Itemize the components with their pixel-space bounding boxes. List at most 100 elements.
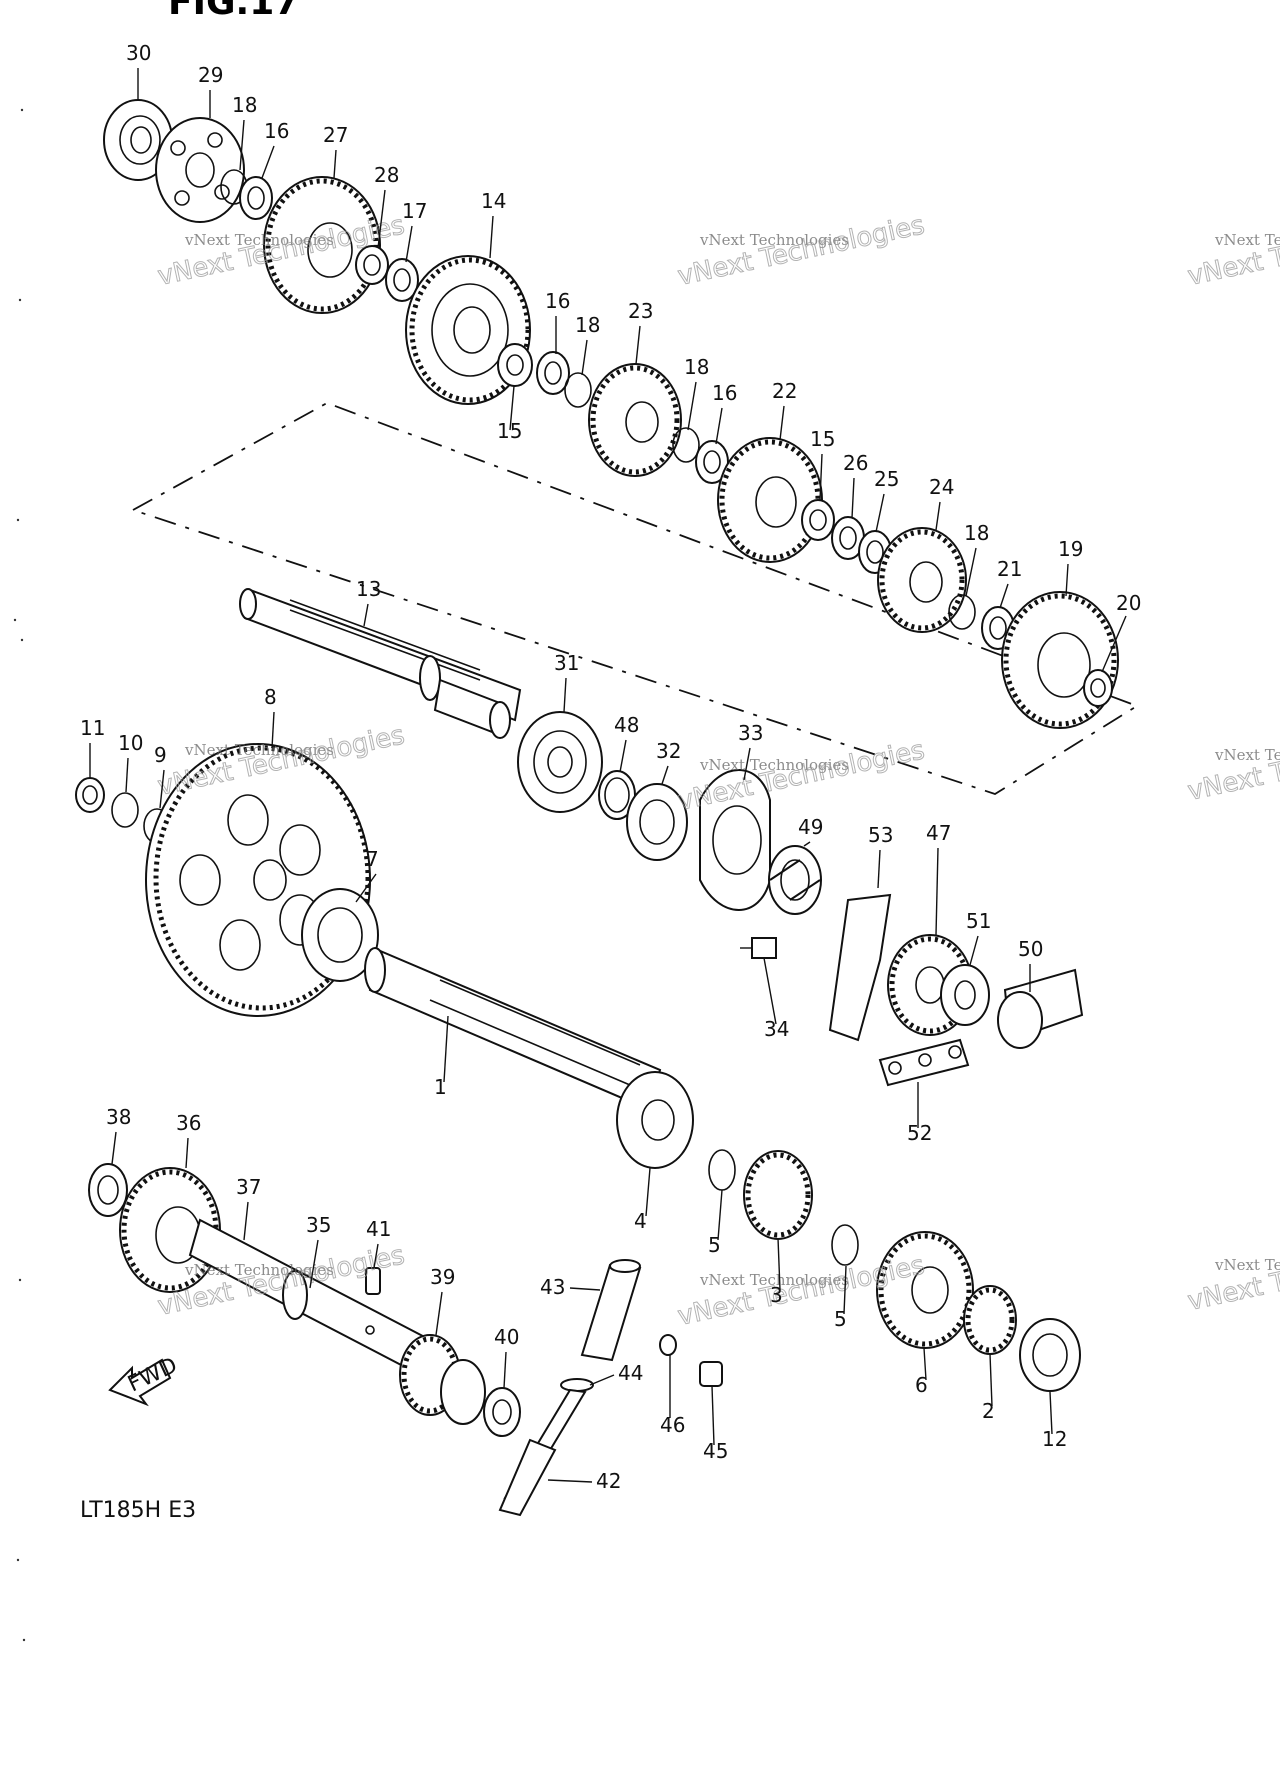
chain-52 [878,1038,970,1087]
callout-c3: 3 [770,1237,783,1307]
part-number-label: 16 [712,381,737,405]
callout-c8: 8 [264,685,277,749]
leader-line [261,145,275,179]
part-number-label: 50 [1018,937,1043,961]
callout-c42: 42 [547,1469,621,1493]
callout-c6: 6 [915,1347,928,1397]
callout-c28: 28 [374,163,399,249]
part-number-label: 5 [834,1307,847,1331]
part-number-label: 23 [628,299,653,323]
leader-line [333,149,337,179]
leader-line [715,407,723,445]
leader-line [935,501,941,531]
part-number-label: 34 [764,1017,789,1041]
callout-c44: 44 [589,1361,643,1386]
callout-c43: 43 [540,1275,601,1299]
part-number-label: 30 [126,41,151,65]
leader-line [717,1189,723,1241]
callout-c38: 38 [106,1105,131,1165]
callout-c45: 45 [703,1385,728,1463]
callout-c20: 20 [1101,591,1141,673]
circlip-18c [672,427,700,463]
leader-line [489,215,494,259]
leader-line [969,935,979,966]
o-ring-48 [598,770,636,820]
callout-c7: 7 [355,847,379,903]
callout-c12: 12 [1042,1391,1067,1451]
leader-line [851,477,855,519]
callout-c34: 34 [763,957,789,1041]
watermark-text: vNext Technologies [675,210,927,292]
leader-line [509,385,515,431]
callout-c50: 50 [1018,937,1043,992]
part-number-label: 42 [596,1469,621,1493]
oil-seal-32 [626,783,688,861]
part-number-label: 32 [656,739,681,763]
bearing-7 [301,888,379,982]
leader-line [999,583,1009,609]
countershaft-group-outline [130,402,1140,795]
part-number-label: 10 [118,731,143,755]
leader-line [877,849,881,889]
leader-line [875,493,885,533]
leader-line [779,405,785,441]
part-number-label: 35 [306,1213,331,1237]
figure-title: FIG.17 [168,0,299,23]
pinion-42 [498,1388,587,1517]
callout-c22: 22 [772,379,797,441]
callout-c32: 32 [656,739,681,785]
callout-c1: 1 [434,1015,449,1099]
spacer-49 [768,845,822,915]
part-number-label: 11 [80,716,105,740]
part-number-label: 53 [868,823,893,847]
oil-seal-11 [75,777,105,813]
leader-line [443,1015,449,1083]
callout-c51: 51 [966,909,991,966]
callout-c16b: 16 [545,289,570,354]
watermark-text: vNext Technologies [699,756,849,774]
part-number-label: 17 [402,199,427,223]
fwd-arrow: FWD [108,1353,181,1407]
callout-c23: 23 [628,299,653,365]
callout-c21: 21 [997,557,1022,609]
leader-line [819,453,823,501]
circlip-10 [111,792,139,828]
leader-line [563,677,567,713]
watermark-text: vNext Technologies [675,735,927,817]
part-number-label: 43 [540,1275,565,1299]
watermark-text: vNext Technologies [1214,1256,1280,1274]
bearing-12 [1019,1318,1081,1392]
part-number-label: 39 [430,1265,455,1289]
callout-c10: 10 [118,731,143,793]
callout-c31: 31 [554,651,579,713]
plate-29 [155,117,245,223]
part-number-label: 7 [366,847,379,871]
part-number-label: 15 [497,419,522,443]
leader-line [125,757,129,793]
leader-line [743,747,751,781]
callout-c11: 11 [80,716,105,778]
washer-16b [536,351,570,395]
leader-line [763,957,777,1025]
bolt-45 [699,1361,723,1387]
leader-line [989,1353,993,1407]
watermark-text: vNext Technologies [1185,210,1280,292]
part-number-label: 26 [843,451,868,475]
callout-c41: 41 [366,1217,391,1269]
part-number-label: 36 [176,1111,201,1135]
part-number-label: 18 [684,355,709,379]
callout-c9: 9 [154,743,167,809]
part-number-label: 12 [1042,1427,1067,1451]
callout-c5b: 5 [834,1265,847,1331]
gear-23 [588,363,682,477]
leader-line [377,189,386,249]
part-number-label: 16 [264,119,289,143]
leader-line [159,769,165,809]
sprocket-cover-53 [828,893,892,1042]
leader-line [271,711,275,749]
gear-2 [963,1285,1017,1355]
part-number-label: 13 [356,577,381,601]
leader-line [803,841,811,847]
callout-c14: 14 [481,189,506,259]
